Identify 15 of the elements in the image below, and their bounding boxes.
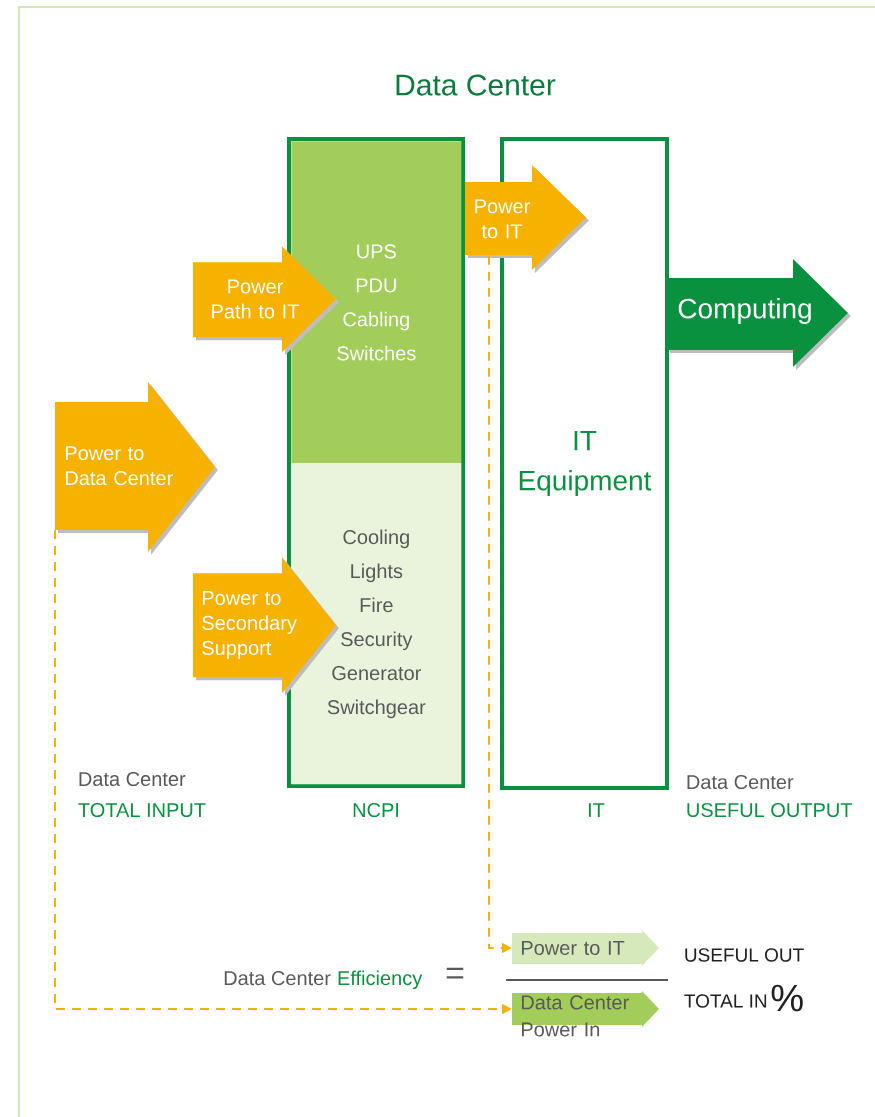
block-arrow [193,557,339,697]
column-label: NCPI [353,802,399,818]
column-label: IT [588,803,605,817]
side-label: USEFUL OUTPUT [687,802,853,818]
side-label: Data Center [687,774,794,790]
denominator-label: TOTAL IN [684,994,767,1008]
equals-sign: = [446,967,464,979]
block-arrow [193,246,339,356]
formula-label: Efficiency [338,970,423,990]
side-label: TOTAL INPUT [78,802,206,818]
title: Data Center [396,74,556,96]
percent-sign: % [771,984,803,1012]
formula-label: Data Center [224,971,331,986]
numerator-label: USEFUL OUT [685,948,804,962]
side-label: Data Center [79,771,186,787]
